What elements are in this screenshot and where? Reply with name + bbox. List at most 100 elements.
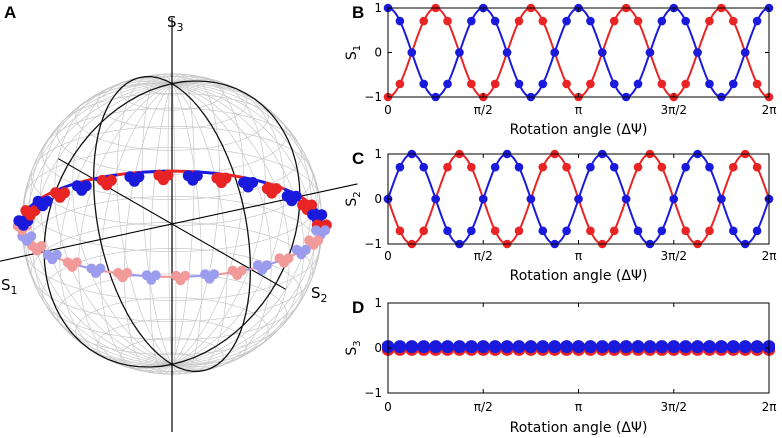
- panel-letter-a: A: [4, 3, 16, 22]
- data-point-blue: [452, 340, 466, 354]
- sphere-axis-label-s2: S2: [311, 284, 328, 305]
- y-tick-label: −1: [364, 237, 382, 251]
- equator-trajectory-segment: [220, 272, 228, 276]
- sphere-data-point-blue: [133, 171, 145, 183]
- data-point-red: [490, 226, 500, 236]
- y-label-subscript: 2: [352, 191, 363, 197]
- data-point-red: [586, 79, 595, 89]
- data-point-blue: [467, 226, 476, 236]
- data-point-blue: [657, 226, 667, 236]
- data-point-blue: [631, 340, 645, 354]
- data-point-red: [728, 16, 738, 26]
- data-point-blue: [681, 16, 690, 26]
- data-point-red: [395, 79, 405, 89]
- data-point-blue: [702, 340, 716, 354]
- sphere-data-point-blue: [95, 263, 106, 274]
- data-point-blue: [598, 48, 607, 57]
- data-point-blue: [512, 340, 526, 354]
- data-point-blue: [693, 48, 702, 57]
- data-point-blue: [550, 48, 559, 57]
- panel-letter-b: B: [352, 3, 364, 22]
- x-tick-label: π/2: [474, 400, 493, 414]
- data-point-red: [609, 16, 619, 26]
- data-point-red: [586, 226, 595, 236]
- data-point-blue: [728, 79, 738, 89]
- y-label-base: S: [344, 347, 360, 356]
- equator-trajectory-segment: [314, 208, 319, 213]
- equator-trajectory-segment: [46, 191, 52, 197]
- data-point-blue: [490, 162, 500, 172]
- data-point-red: [562, 162, 571, 172]
- data-point-blue: [574, 194, 583, 204]
- sphere-data-point-blue: [51, 249, 62, 260]
- data-point-blue: [431, 194, 440, 204]
- sphere-data-point-red: [59, 187, 70, 199]
- data-point-blue: [572, 340, 585, 354]
- data-point-red: [443, 162, 452, 172]
- longitude-line: [171, 83, 177, 375]
- equator-trajectory-segment: [42, 193, 48, 199]
- sphere-data-point-blue: [320, 225, 331, 236]
- y-tick-label: 0: [374, 341, 382, 355]
- panel-letter-c: C: [352, 149, 364, 168]
- data-point-blue: [562, 16, 571, 26]
- data-point-blue: [524, 340, 538, 354]
- data-point-blue: [726, 340, 740, 354]
- data-point-red: [752, 162, 762, 172]
- equator-trajectory-segment: [87, 177, 94, 182]
- y-tick-label: 1: [374, 1, 382, 15]
- data-point-blue: [752, 226, 762, 236]
- sphere-data-point-red: [105, 174, 117, 186]
- equator-trajectory-segment: [287, 189, 294, 194]
- sphere-data-point-blue: [261, 260, 272, 271]
- data-point-blue: [595, 340, 609, 354]
- data-point-blue: [655, 340, 669, 354]
- sphere-data-point-blue: [316, 209, 328, 221]
- data-point-red: [514, 226, 524, 236]
- data-point-blue: [669, 194, 679, 204]
- x-tick-label: π: [575, 400, 582, 414]
- data-point-red: [657, 79, 667, 89]
- data-point-blue: [714, 340, 728, 354]
- y-tick-label: 0: [374, 46, 382, 60]
- data-point-blue: [645, 48, 655, 57]
- sphere-data-point-red: [36, 241, 47, 251]
- equator-trajectory-segment: [302, 197, 308, 202]
- sphere-data-point-red: [122, 267, 133, 278]
- plot-area-b: [383, 3, 774, 102]
- sphere-data-point-blue: [191, 170, 203, 182]
- data-point-blue: [633, 226, 643, 236]
- poincare-sphere: A S3 S1 S2: [0, 3, 358, 432]
- data-point-blue: [586, 16, 595, 26]
- data-point-red: [419, 16, 429, 26]
- y-axis-label-b: S1: [344, 45, 363, 60]
- sphere-data-point-red: [313, 235, 324, 246]
- equator-trajectory-segment: [67, 183, 74, 188]
- data-point-blue: [643, 340, 657, 354]
- y-tick-label: 1: [374, 147, 382, 161]
- x-tick-label: 2π: [762, 400, 777, 414]
- x-axis-label-d: Rotation angle (ΔΨ): [510, 420, 648, 436]
- data-point-red: [633, 16, 643, 26]
- svg-text:S2: S2: [311, 284, 328, 305]
- data-point-red: [443, 16, 452, 26]
- data-point-blue: [740, 48, 750, 57]
- y-axis-label-d: S3: [344, 340, 363, 355]
- x-tick-label: 0: [384, 400, 392, 414]
- data-point-blue: [490, 16, 500, 26]
- equator-trajectory-segment: [116, 172, 124, 177]
- s2-axis: [58, 158, 286, 290]
- data-point-blue: [476, 340, 490, 354]
- data-point-blue: [502, 48, 512, 57]
- y-tick-label: −1: [364, 90, 382, 104]
- data-point-red: [395, 226, 405, 236]
- svg-text:S3: S3: [167, 13, 184, 34]
- data-point-blue: [443, 79, 452, 89]
- plot-area-c: [383, 149, 774, 249]
- data-point-blue: [621, 194, 631, 204]
- data-point-red: [657, 162, 667, 172]
